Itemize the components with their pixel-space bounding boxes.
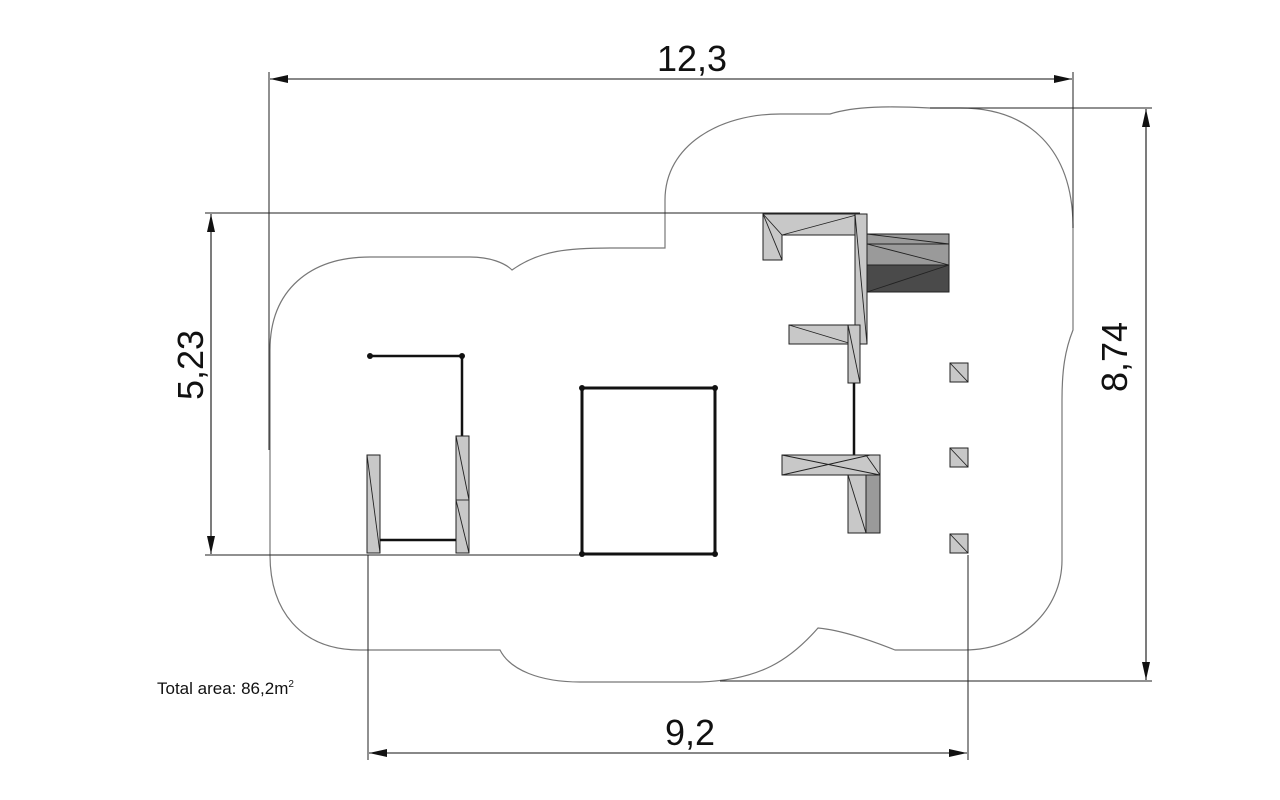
dimension-total-height-label: 8,74 <box>1094 322 1135 392</box>
total-area-label: Total area: 86,2m2 <box>157 679 294 698</box>
dimension-total-height: 8,74 <box>1094 109 1150 680</box>
dimension-equipment-width-label: 9,2 <box>665 712 715 753</box>
extension-lines <box>205 72 1152 760</box>
central-frame <box>579 385 718 557</box>
dimension-total-width-label: 12,3 <box>657 38 727 79</box>
dimension-equipment-width: 9,2 <box>369 712 967 757</box>
safety-zone-outline <box>269 106 1074 683</box>
dimension-equipment-height-label: 5,23 <box>170 330 211 400</box>
dimension-total-width: 12,3 <box>270 38 1072 83</box>
climbing-structure <box>762 213 969 554</box>
swing-structure <box>366 353 470 554</box>
dimension-equipment-height: 5,23 <box>170 214 215 554</box>
